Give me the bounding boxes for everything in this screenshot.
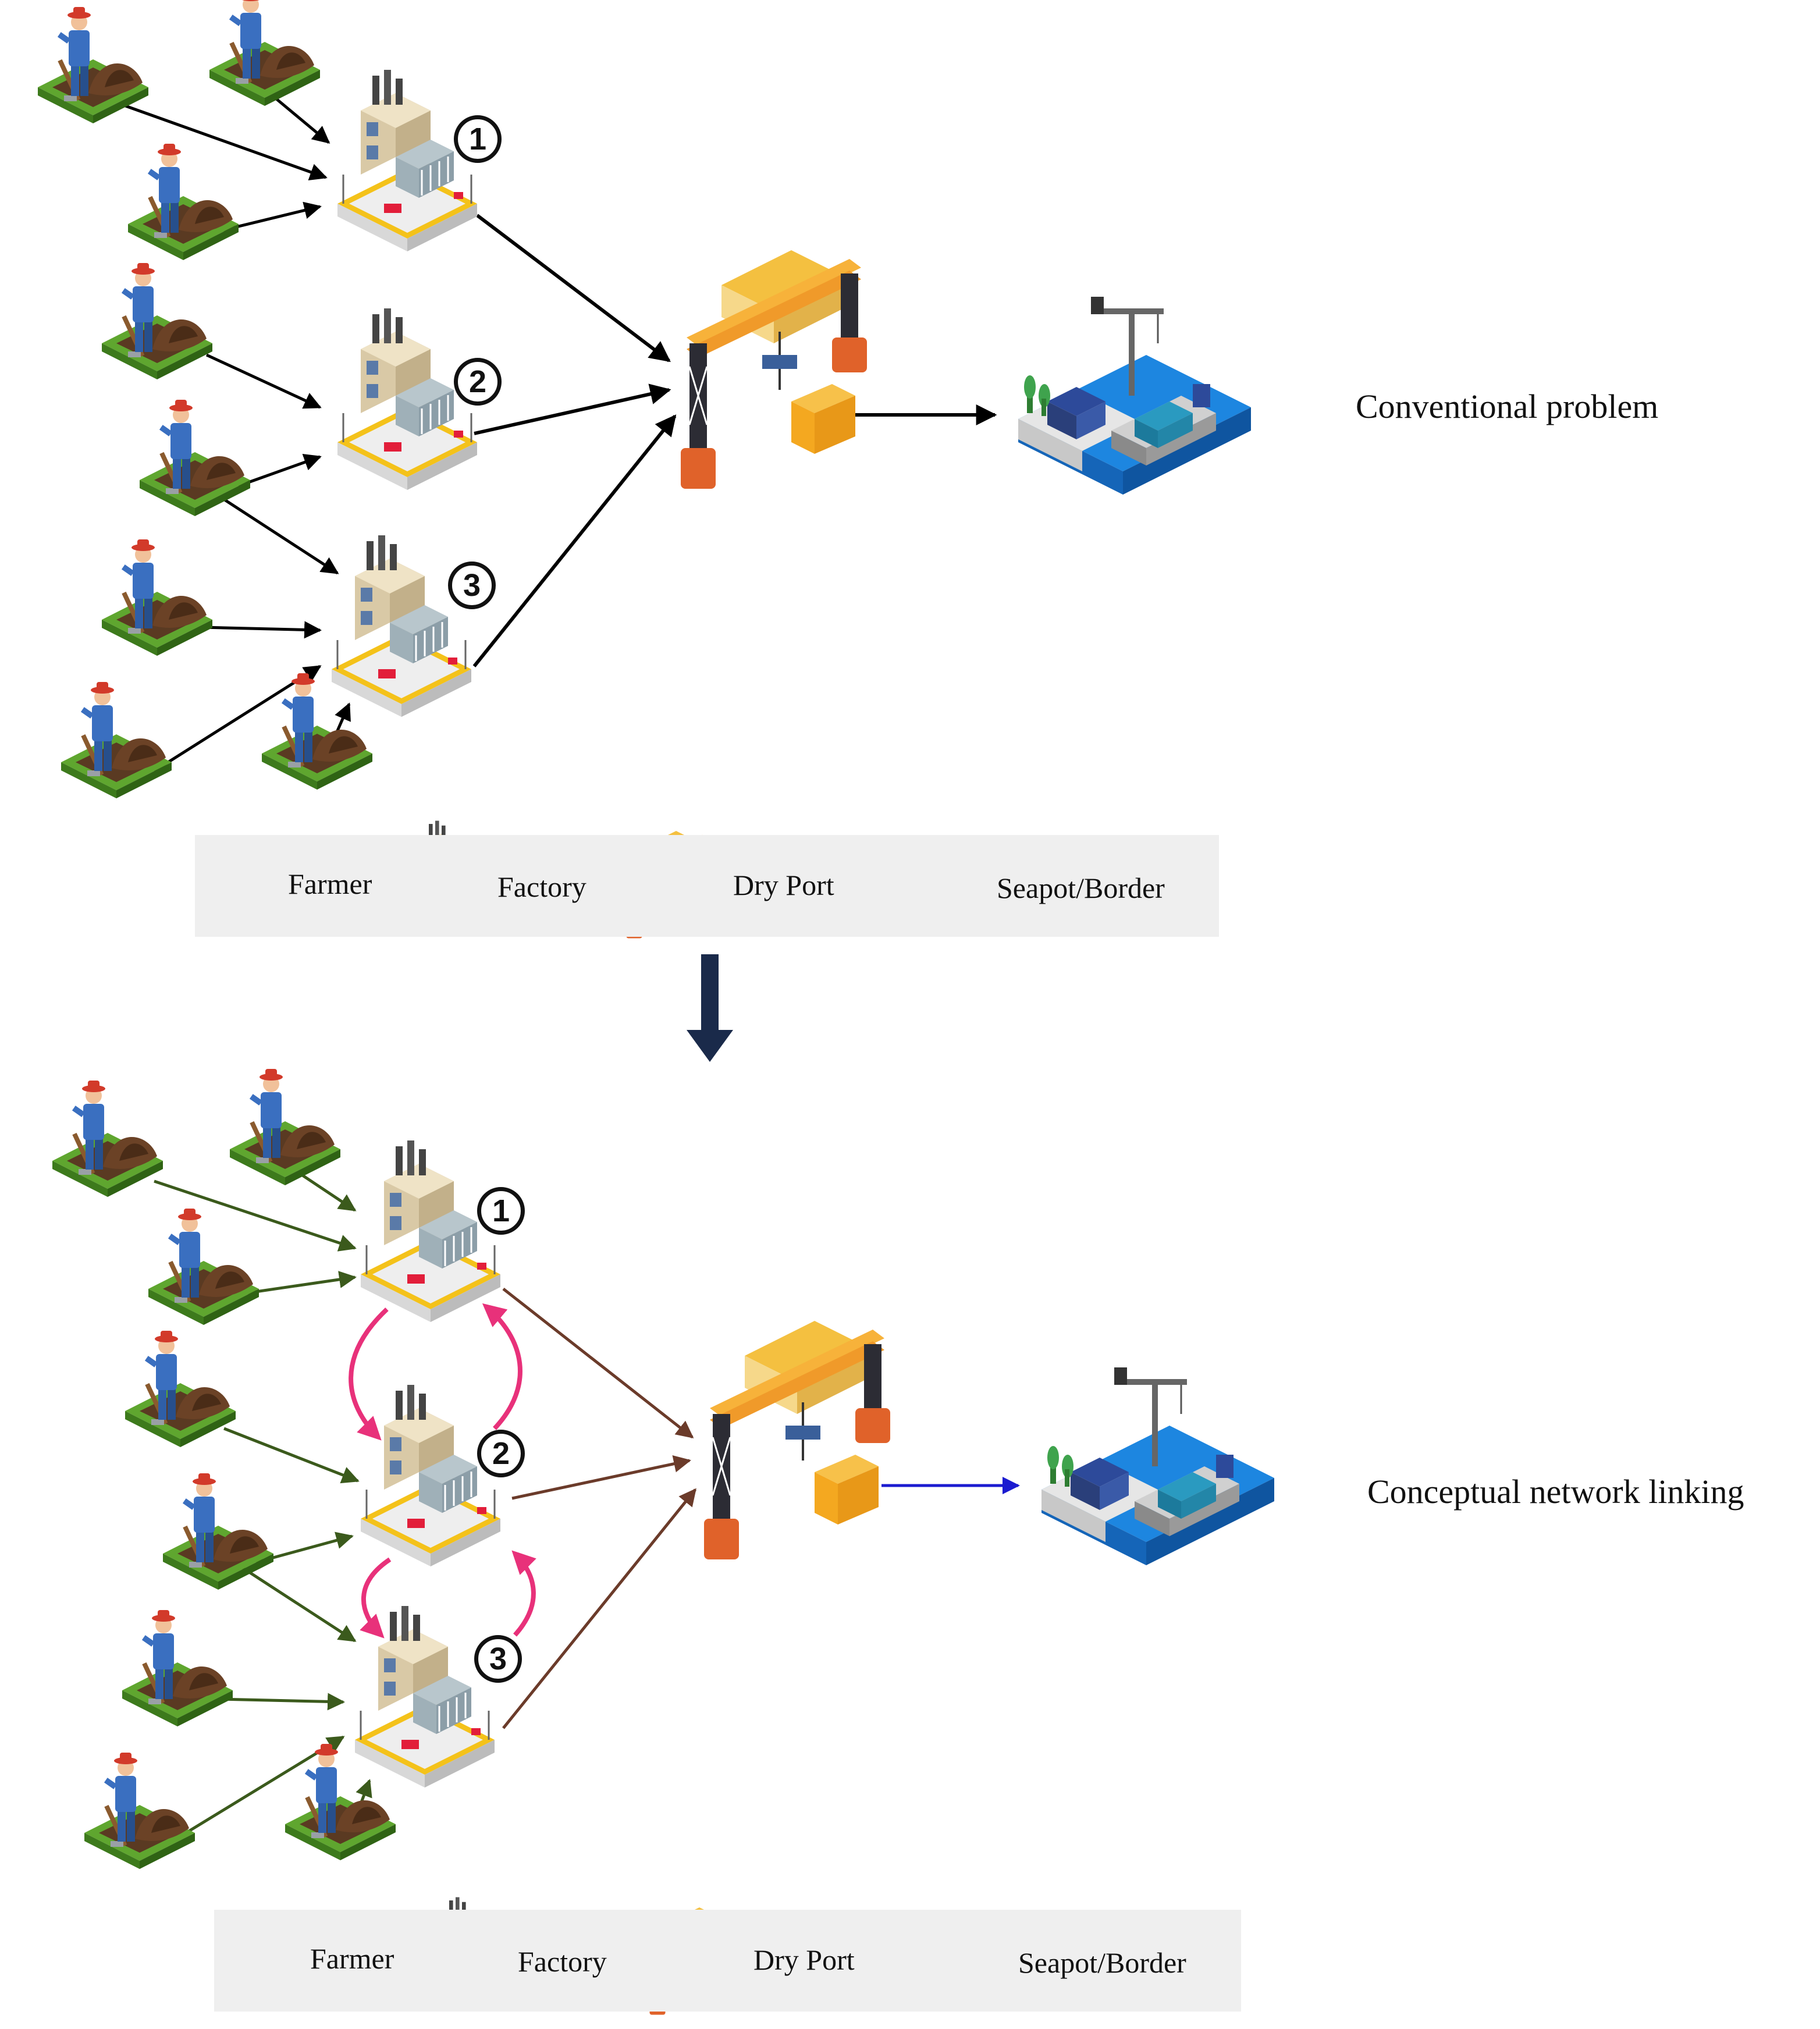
arrow bbox=[200, 621, 322, 639]
arrow bbox=[474, 383, 671, 435]
arrow bbox=[511, 1455, 691, 1500]
factory-icon bbox=[360, 1384, 502, 1568]
factory-badge-2: 2 bbox=[454, 358, 502, 406]
dry-port-icon bbox=[703, 1320, 891, 1561]
farmer-icon bbox=[209, 0, 320, 106]
farmer-icon bbox=[230, 1069, 340, 1185]
factory-icon bbox=[330, 534, 472, 718]
transition-arrow bbox=[687, 954, 733, 1062]
arrow bbox=[502, 1288, 694, 1438]
arrow bbox=[170, 1735, 345, 1843]
link-1-to-2 bbox=[349, 1307, 389, 1441]
arrow bbox=[238, 453, 322, 488]
factory-icon bbox=[336, 307, 478, 491]
arrow bbox=[237, 1563, 357, 1643]
bottom-farmers bbox=[52, 1069, 396, 1869]
farmer-icon bbox=[140, 400, 250, 516]
farmer-icon bbox=[61, 682, 172, 798]
legend-farmer-label: Farmer bbox=[310, 1942, 394, 1975]
farmer-icon bbox=[163, 1473, 273, 1590]
seaport-icon bbox=[1040, 1366, 1275, 1566]
top-diagram bbox=[38, 0, 1252, 798]
farmer-icon bbox=[122, 1610, 233, 1726]
legend-dry-port-label: Dry Port bbox=[753, 1943, 855, 1976]
factory-icon bbox=[360, 1139, 502, 1323]
arrow bbox=[223, 1427, 360, 1484]
farmer-icon bbox=[84, 1753, 195, 1869]
farmer-icon bbox=[38, 7, 148, 123]
farmer-icon bbox=[102, 539, 212, 656]
farmer-icon bbox=[148, 1209, 259, 1325]
arrow bbox=[205, 353, 322, 409]
farmer-icon bbox=[102, 263, 212, 379]
link-2-to-3 bbox=[360, 1557, 392, 1639]
arrow bbox=[220, 496, 339, 575]
legend-seaport-label: Seapot/Border bbox=[1018, 1946, 1186, 1979]
factory-icon bbox=[336, 69, 478, 253]
farmer-icon bbox=[128, 144, 239, 260]
arrow bbox=[472, 414, 677, 667]
arrow bbox=[476, 214, 671, 363]
dry-port-icon bbox=[680, 249, 868, 490]
seaport-icon bbox=[1017, 296, 1252, 496]
arrow bbox=[122, 103, 328, 181]
factory-badge-1: 1 bbox=[477, 1187, 525, 1235]
link-2-to-1 bbox=[482, 1303, 522, 1430]
arrow bbox=[502, 1488, 696, 1729]
bottom-factories bbox=[354, 1139, 502, 1789]
arrow bbox=[154, 1179, 357, 1252]
arrow bbox=[301, 1174, 357, 1212]
bottom-factory-to-port-arrows bbox=[502, 1288, 696, 1729]
legend-bottom: Farmer Factory Dry Port Seapot/Border bbox=[214, 1910, 1241, 2012]
factory-badge-3: 3 bbox=[474, 1635, 522, 1683]
top-factory-to-port-arrows bbox=[472, 214, 997, 667]
farmer-icon bbox=[52, 1081, 163, 1197]
factory-badge-3: 3 bbox=[448, 562, 496, 609]
link-3-to-2 bbox=[511, 1550, 536, 1637]
factory-badge-2: 2 bbox=[477, 1430, 525, 1477]
factory-badge-1: 1 bbox=[454, 115, 502, 163]
farmer-icon bbox=[125, 1331, 236, 1447]
top-farmer-arrows bbox=[122, 98, 351, 773]
legend-dry-port-label: Dry Port bbox=[733, 869, 834, 901]
legend-seaport-label: Seapot/Border bbox=[997, 872, 1165, 904]
arrow bbox=[153, 665, 322, 773]
section-label-network: Conceptual network linking bbox=[1367, 1473, 1744, 1511]
factory-icon bbox=[354, 1605, 496, 1789]
legend-farmer-label: Farmer bbox=[288, 868, 372, 900]
legend-factory-label: Factory bbox=[497, 870, 586, 903]
top-factories bbox=[330, 69, 478, 718]
arrow bbox=[218, 1693, 345, 1711]
top-farmers bbox=[38, 0, 372, 798]
legend-factory-label: Factory bbox=[518, 1945, 607, 1978]
section-label-conventional: Conventional problem bbox=[1356, 388, 1659, 425]
legend-top: Farmer Factory Dry Port Seapot/Border bbox=[195, 835, 1219, 937]
bottom-diagram bbox=[52, 1069, 1275, 1869]
factory-links bbox=[349, 1303, 536, 1639]
arrow bbox=[275, 98, 330, 144]
